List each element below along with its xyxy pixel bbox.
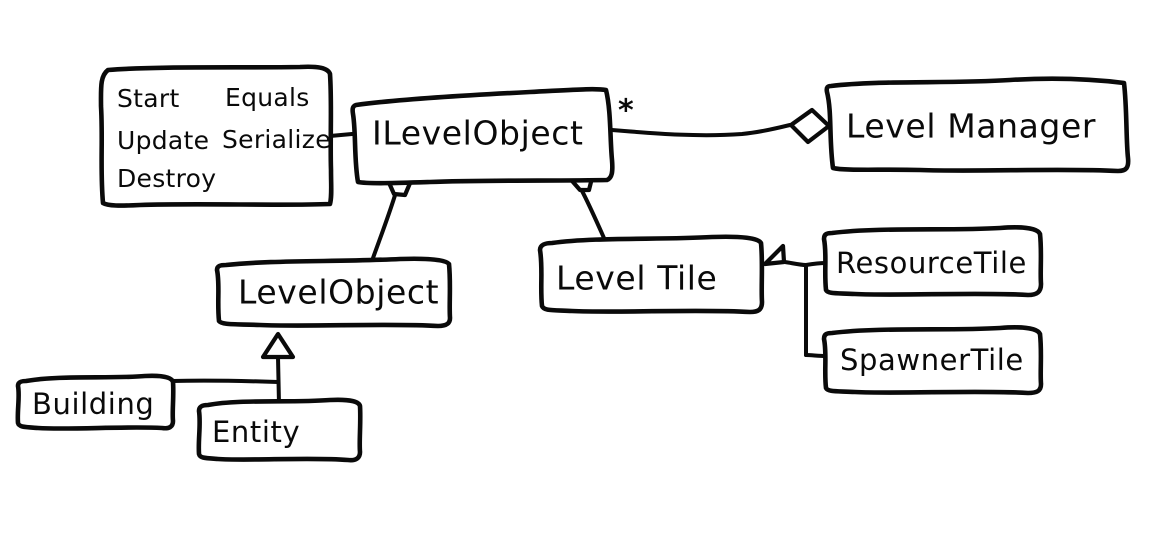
member-destroy: Destroy [117, 164, 216, 193]
edge-ilevelobject-levelmanager[interactable] [610, 107, 832, 145]
member-serialize: Serialize [222, 125, 331, 154]
node-label-resourcetile: ResourceTile [836, 246, 1027, 280]
node-entity[interactable]: Entity [196, 397, 363, 463]
edge-resourcetile-leveltile[interactable] [762, 243, 828, 357]
member-equals: Equals [225, 83, 310, 112]
multiplicity-star: * [618, 94, 634, 129]
node-label-building: Building [32, 387, 154, 421]
edge-entity-levelobject[interactable] [260, 331, 296, 406]
edge-levelobject-ilevelobject[interactable] [371, 173, 416, 260]
node-label-ilevelobject: ILevelObject [372, 114, 584, 153]
node-building[interactable]: Building [15, 373, 176, 431]
node-levelobject[interactable]: LevelObject [214, 256, 453, 329]
node-label-levelmanager: Level Manager [846, 107, 1096, 146]
node-resourcetile[interactable]: ResourceTile [821, 225, 1044, 298]
generalization-triangle [762, 243, 787, 267]
node-label-leveltile: Level Tile [556, 259, 717, 298]
edge-building-levelobject[interactable] [170, 378, 280, 384]
node-ilevelobject[interactable]: ILevelObject * [350, 86, 634, 186]
edge-spawnertile-leveltile[interactable] [804, 353, 828, 358]
generalization-triangle [260, 331, 296, 360]
aggregation-diamond [788, 107, 832, 145]
node-label-spawnertile: SpawnerTile [840, 343, 1024, 377]
node-label-levelobject: LevelObject [238, 273, 439, 312]
member-update: Update [117, 126, 209, 155]
node-levelmanager[interactable]: Level Manager [824, 76, 1131, 174]
member-start: Start [117, 84, 180, 113]
node-label-entity: Entity [212, 415, 300, 449]
edge-members-to-ilevelobject[interactable] [328, 132, 354, 138]
interface-members-box[interactable]: Start Equals Update Serialize Destroy [98, 64, 334, 208]
node-leveltile[interactable]: Level Tile [537, 234, 765, 315]
node-spawnertile[interactable]: SpawnerTile [821, 325, 1044, 396]
